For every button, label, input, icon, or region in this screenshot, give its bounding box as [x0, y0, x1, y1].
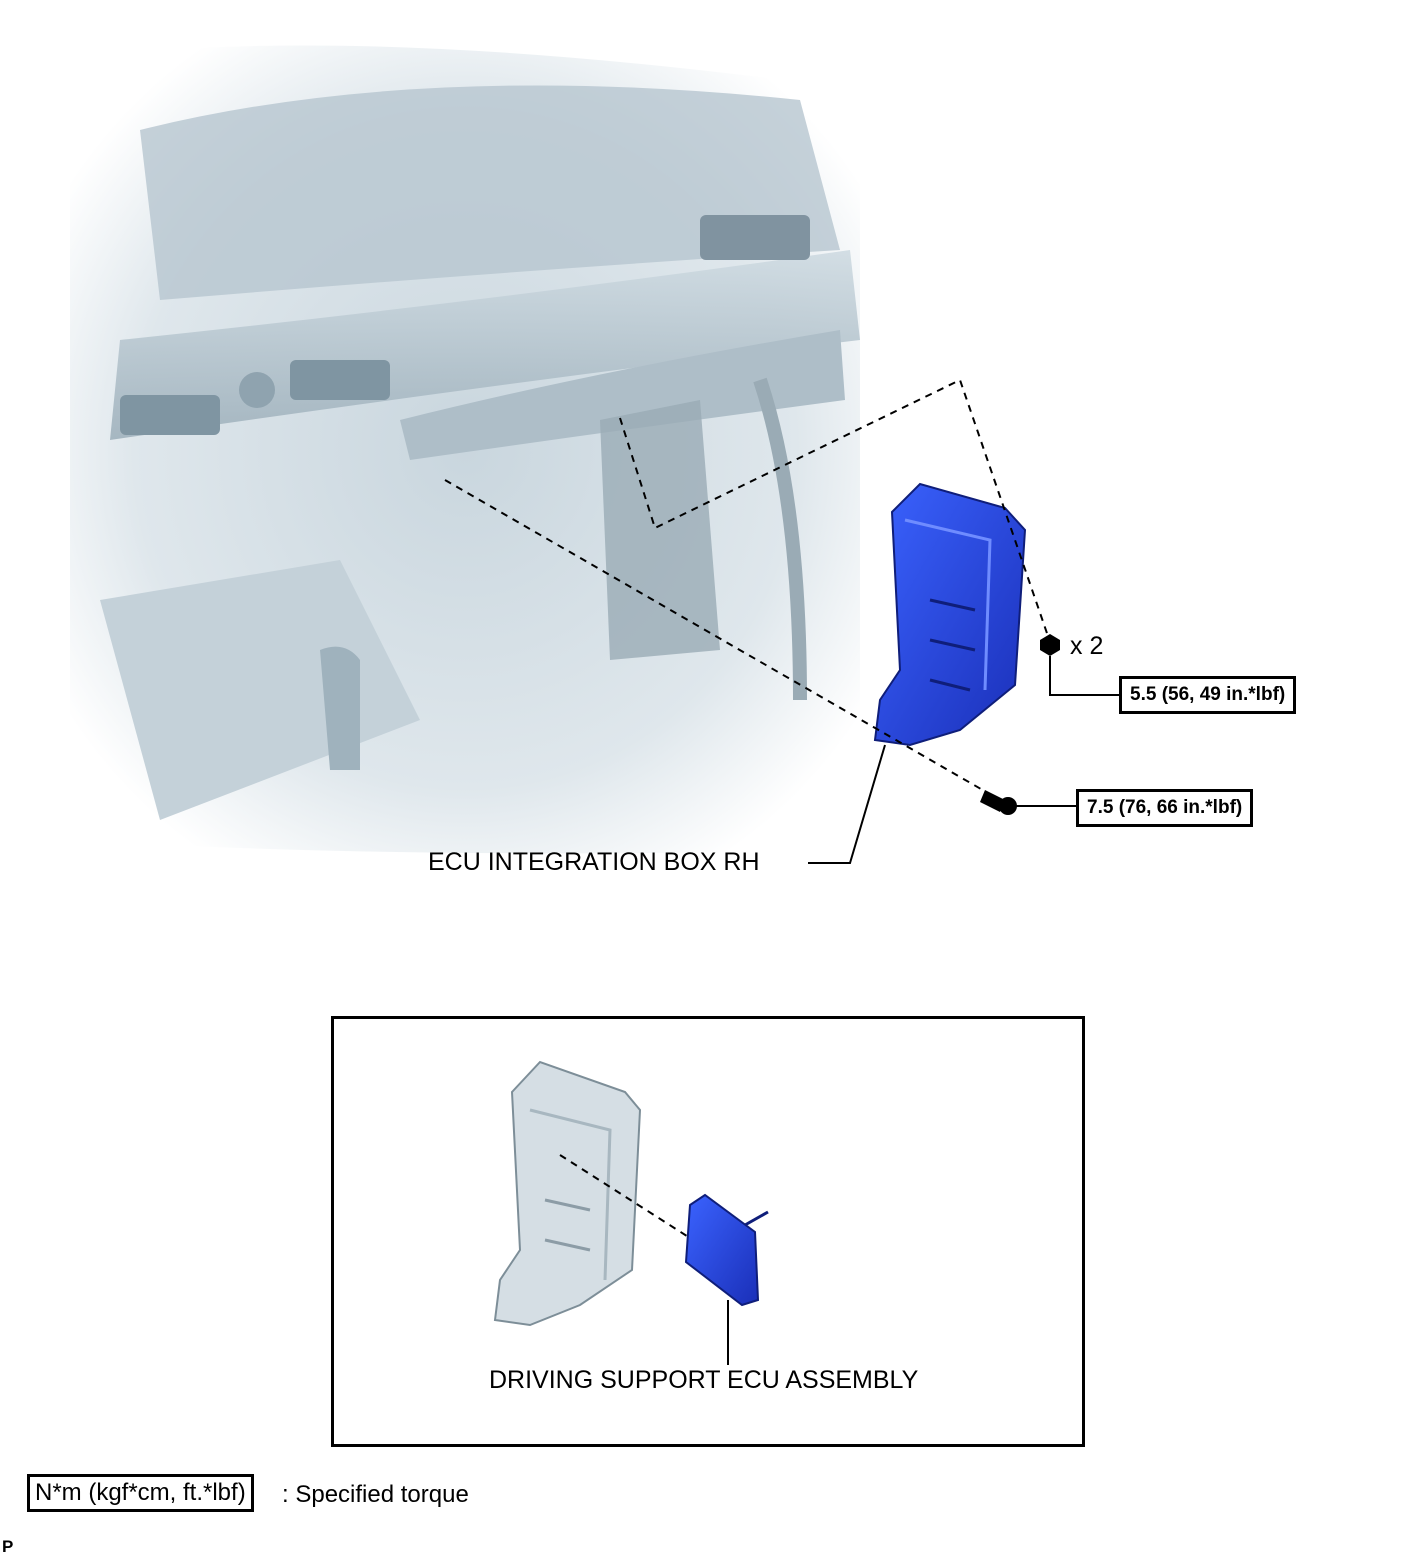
assembly-lines — [444, 378, 1051, 801]
bolt-icon — [980, 790, 1017, 815]
nut-icon — [1040, 634, 1060, 656]
ecu-integration-box-rh — [873, 482, 1027, 747]
dashboard-interior — [70, 45, 860, 854]
inset-frame — [331, 1016, 1085, 1447]
label-nut-count: x 2 — [1070, 632, 1104, 660]
label-driving-support-ecu: DRIVING SUPPORT ECU ASSEMBLY — [489, 1366, 919, 1394]
leader-lines — [727, 656, 1120, 1365]
legend-unit-box: N*m (kgf*cm, ft.*lbf) — [27, 1474, 254, 1512]
inset-ecu-box — [493, 1060, 642, 1327]
torque-box-bolt: 7.5 (76, 66 in.*lbf) — [1076, 789, 1254, 827]
driving-support-ecu — [684, 1193, 769, 1307]
torque-box-nut: 5.5 (56, 49 in.*lbf) — [1119, 676, 1297, 714]
label-ecu-integration-box: ECU INTEGRATION BOX RH — [428, 848, 760, 876]
legend-text: : Specified torque — [282, 1481, 469, 1508]
corner-mark: P — [2, 1537, 14, 1556]
